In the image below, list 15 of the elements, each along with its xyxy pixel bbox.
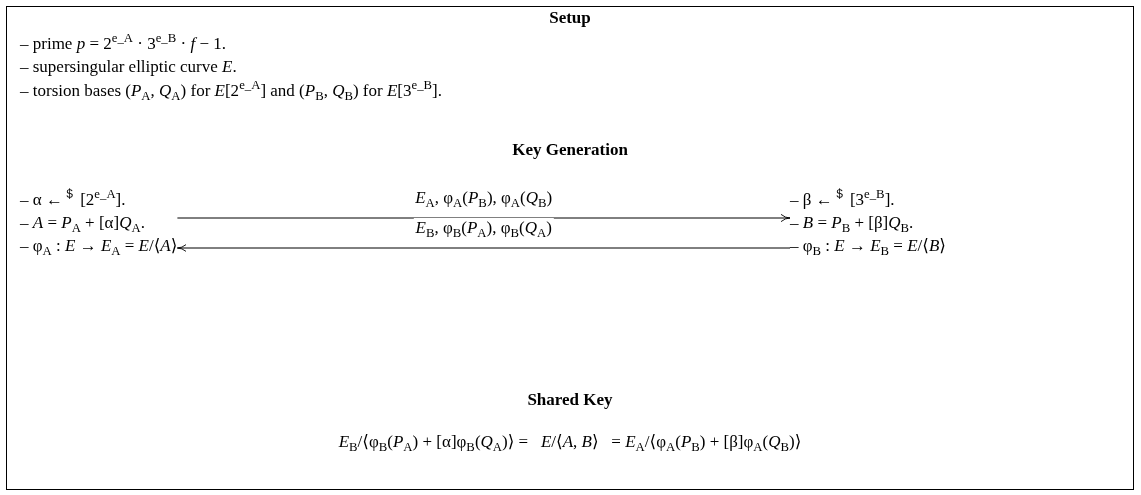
list-item: – β ←$^{＄}$ [3$^{e_B}$]. [790,190,896,210]
edge-label: E$_{A}$, φ$_{A}$(P$_{B}$), φ$_{A}$(Q$_{B}$) [413,188,555,208]
list-item: – A = P$_{A}$ + [α]Q$_{A}$. [20,213,146,233]
list-item: – supersingular elliptic curve E. [20,57,237,77]
list-item: – prime p = 2$^{e_A}$ · 3$^{e_B}$ · f − 1. [20,34,226,54]
section-heading: Shared Key [527,390,613,410]
section-heading: Setup [549,8,591,28]
list-item: – torsion bases (P$_{A}$, Q$_{A}$) for E[2$^{e_A}$] and (P$_{B}$, Q$_{B}$) for E[3$^{e_B}$]. [20,81,442,101]
list-item: – B = P$_{B}$ + [β]Q$_{B}$. [790,213,915,233]
equation: E$_{B}$/⟨φ$_{B}$(P$_{A}$) + [α]φ$_{B}$(Q$_{A}$)⟩ = E/⟨A, B⟩ = E$_{A}$/⟨φ$_{A}$(P$_{B}$) + [β]φ$_{A}$(Q$_{B}$)⟩ [338,432,802,452]
edge-label: E$_{B}$, φ$_{B}$(P$_{A}$), φ$_{B}$(Q$_{A}$) [413,218,554,238]
list-item: – φ$_{B}$ : E → E$_{B}$ = E/⟨B⟩ [790,236,946,256]
section-heading: Key Generation [512,140,628,160]
list-item: – φ$_{A}$ : E → E$_{A}$ = E/⟨A⟩ [20,236,178,256]
list-item: – α ←$^{＄}$ [2$^{e_A}$]. [20,190,127,210]
